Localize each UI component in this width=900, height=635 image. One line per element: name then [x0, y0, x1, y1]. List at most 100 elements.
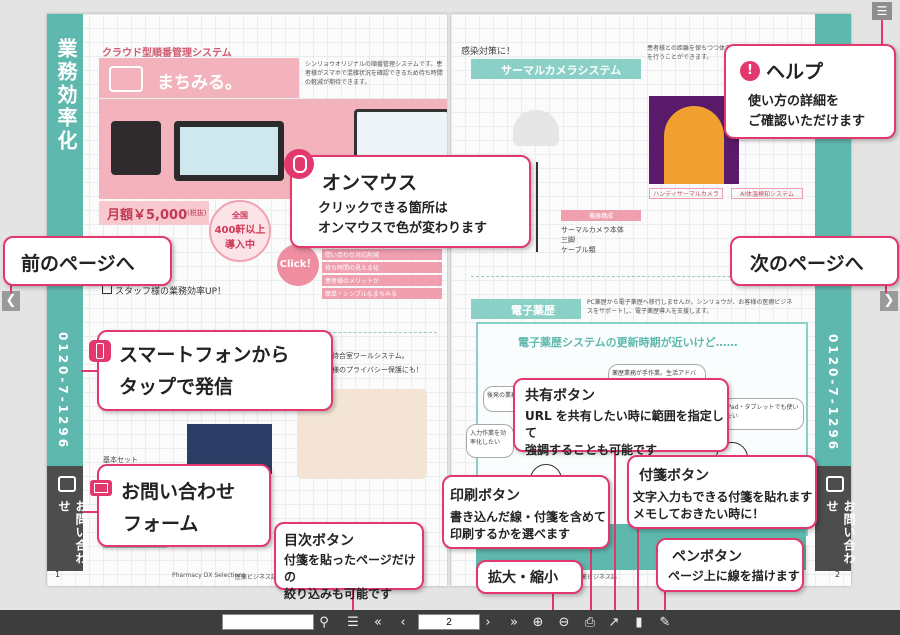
phone-title-1: スマートフォンから: [119, 344, 290, 366]
phone-number[interactable]: 0120-7-1296: [826, 334, 840, 453]
share-title: 共有ボタン: [525, 388, 595, 404]
left-phone-band[interactable]: 0120-7-1296: [47, 314, 83, 484]
mail-icon: [58, 476, 76, 492]
bubble: iPad・タブレットでも使いたい: [722, 398, 804, 430]
hover-title: オンマウス: [322, 172, 418, 194]
click-badge[interactable]: Click！: [277, 244, 319, 286]
feature-item: 患者様のメリットが: [322, 275, 442, 286]
product-name-card: まちみる。: [99, 58, 299, 98]
feature-list: 問い合わせ対応削減 待ち時間の見える化 患者様のメリットが 簡単・シンプルなまち…: [322, 249, 442, 299]
share-body: URL を共有したい時に範囲を指定して強調することも可能です: [525, 409, 724, 457]
ai-label: AI体温検知システム: [731, 188, 803, 199]
page-number-right: 2: [835, 570, 841, 579]
install-badge: 全国 400軒以上 導入中: [209, 200, 271, 262]
right-contact-band[interactable]: お問い合わせ: [815, 466, 856, 571]
camera-illustration: [513, 110, 559, 146]
product-name: まちみる。: [157, 73, 242, 93]
handy-label: ハンディサーマルカメラ: [649, 188, 723, 199]
help-title: ヘルプ: [766, 61, 824, 83]
print-title: 印刷ボタン: [450, 488, 520, 504]
next-icon[interactable]: ›: [485, 615, 491, 630]
print-callout: 印刷ボタン 書き込んだ線・付箋を含めて印刷するかを選べます: [442, 475, 610, 549]
prev-callout: 前のページへ: [3, 236, 172, 286]
toc-body: 付箋を貼ったページだけの絞り込みも可能です: [284, 553, 416, 601]
first-page-icon[interactable]: «: [374, 615, 382, 630]
footer-mid: 医薬ビジネス誌: [235, 574, 278, 581]
footer-right: 医薬ビジネス誌: [575, 574, 618, 581]
sticky-title: 付箋ボタン: [639, 468, 709, 484]
sticky-note-icon[interactable]: ▮: [635, 615, 643, 630]
prev-page-button[interactable]: ❮: [2, 291, 20, 311]
pen-callout: ペンボタン ページ上に線を描けます: [656, 538, 804, 592]
spec-item: ケーブル類: [561, 246, 596, 254]
mid-text-2: 様のプライバシー保護にも！: [332, 366, 423, 374]
bottom-toolbar: ⚲ ☰ « ‹ › » ⊕ ⊖ ⎙ ↗ ▮ ✎: [0, 610, 900, 635]
help-connector: [881, 20, 883, 46]
price: 月額￥5,000: [107, 208, 188, 223]
search-input[interactable]: [222, 614, 314, 630]
prev-title: 前のページへ: [21, 253, 135, 275]
emr-desc: PC薬歴から電子薬歴へ移行しませんか。シンリョウが、お客様の医療ビジネスをサポー…: [587, 299, 793, 315]
feature-item: 待ち時間の見える化: [322, 262, 442, 273]
help-callout: ! ヘルプ 使い方の詳細をご確認いただけます: [724, 44, 896, 139]
thermal-title: サーマルカメラシステム: [501, 64, 622, 77]
list-icon[interactable]: ☰: [347, 615, 359, 630]
emr-title-bar: 電子薬歴: [471, 299, 581, 319]
pen-icon[interactable]: ✎: [659, 615, 671, 630]
emr-title: 電子薬歴: [511, 304, 555, 317]
book-spine: [447, 14, 452, 586]
tablet-icon: [174, 121, 284, 181]
set-label: 基本セット: [103, 456, 138, 464]
help-body: 使い方の詳細をご確認いただけます: [748, 94, 866, 129]
thermal-desc: 患者様との距離を保ちつつ体温スクリーニングを行うことができます。: [647, 45, 773, 61]
feature-item: 問い合わせ対応削減: [322, 249, 442, 260]
zoom-connector: [552, 590, 554, 610]
print-body: 書き込んだ線・付箋を含めて印刷するかを選べます: [450, 510, 607, 541]
tripod-illustration: [536, 162, 538, 252]
next-page-button[interactable]: ❯: [880, 291, 898, 311]
last-page-icon[interactable]: »: [510, 615, 518, 630]
mail-title-2: フォーム: [123, 513, 199, 535]
product-header: クラウド型順番管理システム: [102, 48, 232, 59]
spec-item: サーマルカメラ本体: [561, 226, 624, 234]
spec-item: 三脚: [561, 236, 575, 244]
sticky-body: 文字入力もできる付箋を貼れますメモしておきたい時に！: [633, 490, 813, 521]
share-icon[interactable]: ↗: [608, 615, 620, 630]
toc-callout: 目次ボタン 付箋を貼ったページだけの絞り込みも可能です: [274, 522, 424, 601]
pen-connector: [664, 589, 666, 610]
search-icon[interactable]: ⚲: [319, 615, 329, 630]
print-icon[interactable]: ⎙: [584, 615, 596, 630]
print-connector: [590, 546, 592, 610]
zoom-title: 拡大・縮小: [488, 570, 558, 586]
page-number-input[interactable]: [418, 614, 480, 630]
toc-connector: [352, 588, 354, 610]
product-desc: シンリョウオリジナルの順番管理システムです。患者様がスマホで混雑状況を確認できる…: [305, 61, 443, 86]
pen-body: ページ上に線を描けます: [668, 569, 800, 583]
zoom-in-icon[interactable]: ⊕: [532, 615, 544, 630]
pen-title: ペンボタン: [672, 549, 742, 565]
vertical-title: 業務効率化: [54, 38, 78, 153]
price-box: 月額￥5,000 (税抜): [99, 201, 209, 225]
sticky-callout: 付箋ボタン 文字入力もできる付箋を貼れますメモしておきたい時に！: [627, 455, 817, 529]
share-connector: [614, 449, 616, 610]
spec-title: 機器構成: [561, 210, 641, 221]
phone-number[interactable]: 0120-7-1296: [56, 332, 70, 451]
check-item: スタッフ様の業務効率UP！: [102, 284, 226, 299]
footer-brand: Pharmacy DX Selections: [172, 572, 246, 579]
thermal-title-bar: サーマルカメラシステム: [471, 59, 641, 79]
help-menu-button[interactable]: ☰: [872, 2, 892, 20]
bubble: 入力作業を効率化したい: [466, 424, 514, 458]
zoom-callout: 拡大・縮小: [476, 560, 583, 594]
mail-callout: お問い合わせ フォーム: [90, 464, 271, 547]
price-note: (税抜): [187, 209, 207, 217]
phone-callout: スマートフォンから タップで発信: [89, 330, 333, 411]
emr-banner: 電子薬歴システムの更新時期が近いけど……: [518, 336, 738, 349]
contact-label: お問い合わせ: [825, 500, 856, 565]
smartphone-icon: [89, 340, 111, 362]
left-contact-band[interactable]: お問い合わせ: [47, 466, 88, 571]
zoom-out-icon[interactable]: ⊖: [558, 615, 570, 630]
mid-text: 待合室ワールシステム。: [332, 352, 409, 360]
mail-icon: [826, 476, 844, 492]
sticky-connector: [637, 527, 639, 610]
prev-icon[interactable]: ‹: [400, 615, 406, 630]
